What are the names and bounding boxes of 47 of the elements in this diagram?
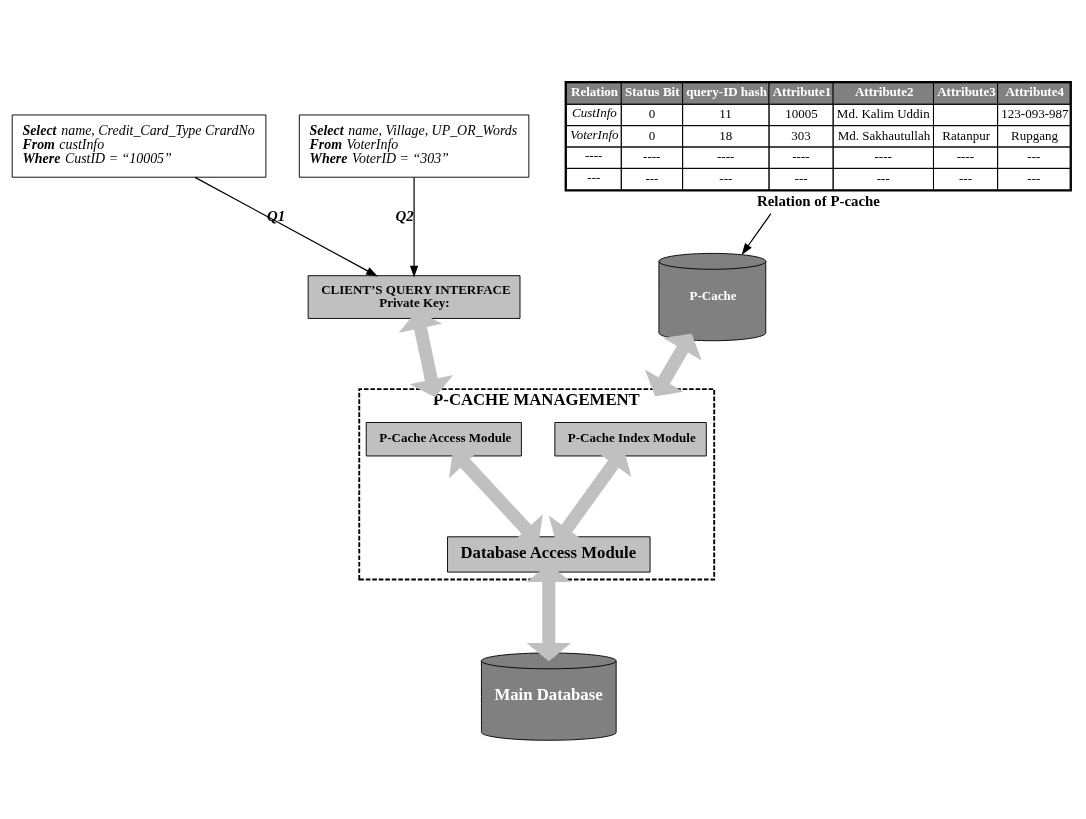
label: ----: [585, 148, 603, 164]
label: ----: [643, 149, 661, 165]
label: ---: [794, 170, 808, 186]
edge-label: Q1: [267, 207, 286, 224]
label: 0: [648, 106, 656, 122]
node-box: Select name, Village, UP_OR_Words From VoterInfo Where VoterID = “303”: [298, 114, 530, 178]
label: ----: [716, 149, 735, 165]
label: Md. Sakhautullah: [837, 127, 931, 143]
node-box: Database Access Module: [447, 536, 651, 573]
label: ---: [959, 170, 973, 186]
label: Md. Kalim Uddin: [836, 106, 930, 122]
label: ----: [874, 149, 892, 165]
label: Relation: [571, 84, 619, 100]
label: Ratanpur: [942, 127, 990, 143]
node-label: Relation of P-cache: [756, 193, 880, 210]
arrow: [644, 333, 702, 397]
label: ---: [645, 170, 659, 186]
node-box: CLIENT’S QUERY INTERFACE Private Key:: [307, 275, 521, 319]
label: 11: [719, 106, 732, 122]
arrow: [409, 176, 419, 278]
label: Rupgang: [1011, 127, 1059, 143]
label: Attribute3: [937, 84, 996, 100]
label: 303: [791, 127, 811, 143]
node-box: Select name, Credit_Card_Type CrardNo From custInfo Where CustID = “10005”: [11, 114, 267, 178]
label: query-ID hash: [686, 84, 767, 100]
edge-label: Q2: [395, 207, 414, 224]
label: 0: [648, 127, 656, 143]
label: Status Bit: [625, 84, 680, 100]
label: 10005: [785, 106, 818, 122]
label: Attribute1: [772, 84, 832, 100]
label: 18: [719, 127, 733, 143]
label: ----: [792, 149, 810, 165]
label: ---: [876, 170, 890, 186]
node-box: P-Cache Index Module: [554, 422, 707, 457]
label: Attribute4: [1005, 84, 1064, 100]
label: VoterInfo: [570, 126, 619, 142]
label: CustInfo: [572, 105, 617, 121]
label: ---: [1027, 170, 1041, 186]
label: 123-093-987: [1001, 106, 1069, 122]
arrow: [194, 176, 378, 277]
label: ---: [1027, 149, 1041, 165]
arrow: [741, 213, 772, 255]
label: ----: [956, 149, 975, 165]
node-box: P-Cache Access Module: [365, 422, 522, 457]
label: ---: [719, 170, 733, 186]
label: ---: [587, 169, 601, 185]
label: Attribute2: [854, 84, 914, 100]
